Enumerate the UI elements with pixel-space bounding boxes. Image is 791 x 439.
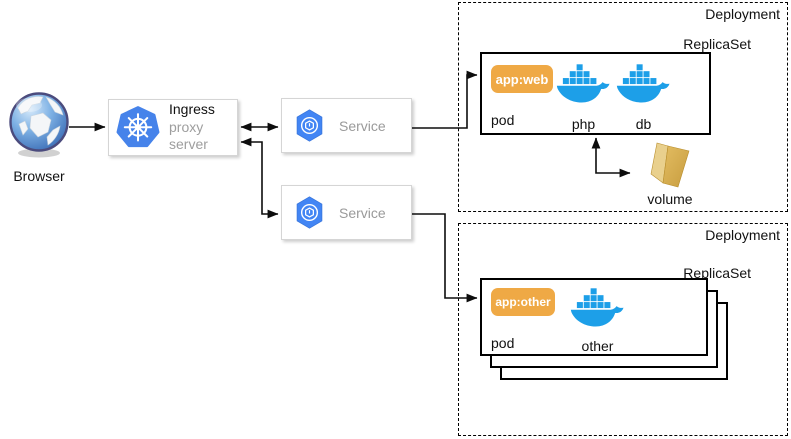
service-node-top: Service	[281, 98, 412, 153]
globe-icon	[9, 92, 69, 158]
ingress-text: Ingress proxy server	[169, 101, 237, 154]
pod-web: app:web pod php db	[480, 52, 711, 135]
service-label: Service	[339, 204, 386, 221]
arrow-ingress-service-bottom	[240, 137, 279, 219]
ingress-subtitle: proxy server	[169, 118, 208, 153]
volume-label: volume	[647, 191, 693, 207]
deployment-label: Deployment	[705, 6, 780, 22]
container-label-db: db	[635, 116, 652, 132]
kubernetes-icon	[116, 106, 160, 148]
replicaset-label: ReplicaSet	[683, 265, 751, 281]
docker-whale-icon	[556, 64, 610, 103]
pod-badge: app:other	[491, 288, 555, 316]
container-label-other: other	[581, 338, 614, 354]
replicaset-label: ReplicaSet	[683, 36, 751, 52]
pod-label: pod	[491, 112, 515, 128]
service-node-bottom: Service	[281, 185, 412, 240]
gke-hexagon-icon	[296, 196, 323, 229]
browser-label: Browser	[13, 168, 65, 184]
ingress-title: Ingress	[169, 101, 215, 118]
pod-label: pod	[491, 335, 515, 351]
container-label-php: php	[571, 116, 596, 132]
browser-node: Browser	[7, 90, 73, 190]
service-label: Service	[339, 117, 386, 134]
open-folder-icon	[650, 142, 690, 188]
deployment-region-web: Deployment ReplicaSet app:web	[458, 2, 788, 212]
pod-other: app:other pod other	[480, 278, 708, 356]
gke-hexagon-icon	[296, 109, 323, 142]
docker-whale-icon	[570, 288, 624, 327]
ingress-node: Ingress proxy server	[108, 99, 238, 156]
docker-whale-icon	[616, 64, 670, 103]
pod-badge: app:web	[491, 65, 553, 93]
deployment-region-other: Deployment ReplicaSet app:other pod othe…	[458, 223, 788, 436]
deployment-label: Deployment	[705, 227, 780, 243]
